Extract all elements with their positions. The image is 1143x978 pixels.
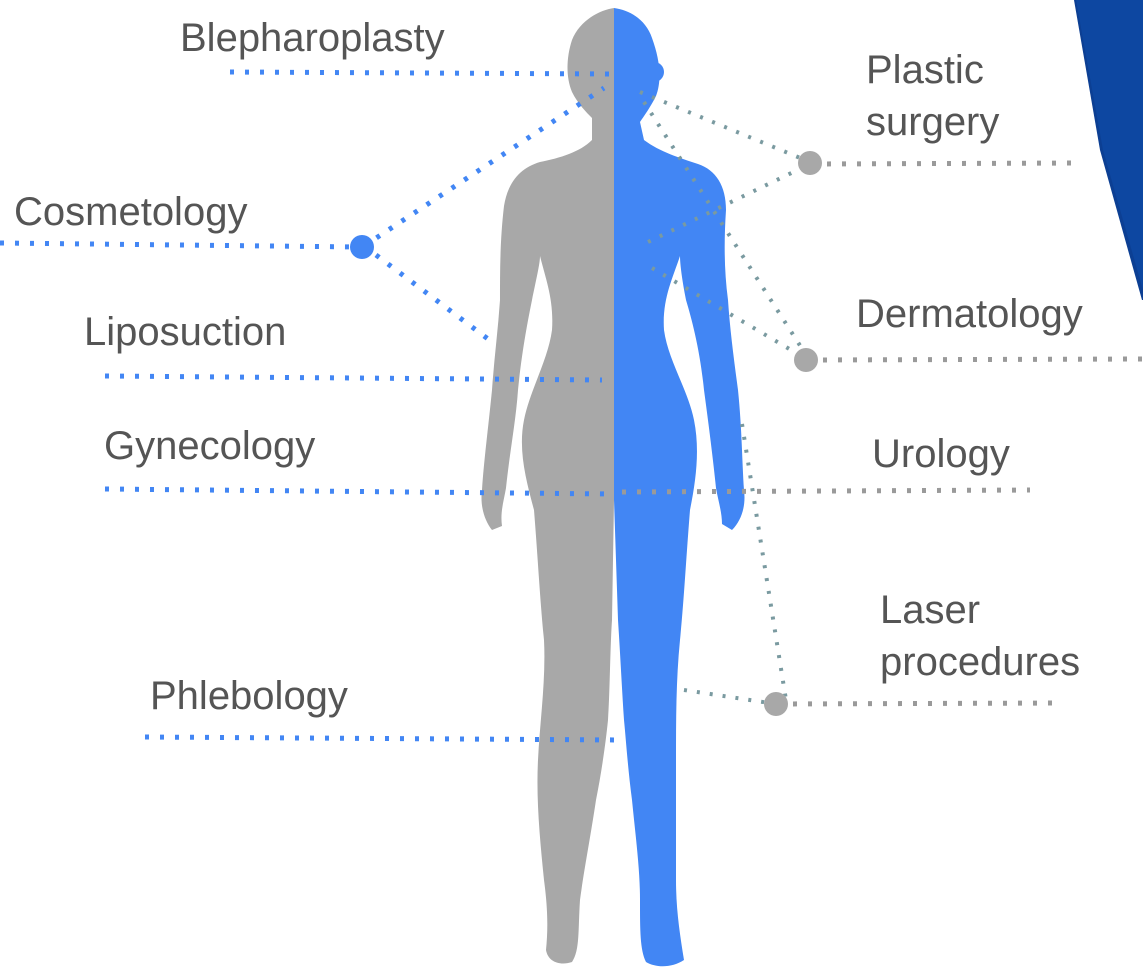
connector-urology	[622, 490, 1030, 492]
connector-cosmetology-horizontal	[0, 243, 360, 247]
label-gynecology: Gynecology	[104, 420, 315, 472]
connector-blepharoplasty	[230, 72, 614, 74]
label-blepharoplasty: Blepharoplasty	[180, 12, 445, 64]
silhouette-left-half	[481, 8, 614, 964]
connector-laser-from-leg	[684, 690, 776, 704]
label-plastic-surgery: Plastic surgery	[866, 44, 1143, 148]
label-laser-procedures-line2: procedures	[880, 636, 1143, 688]
plastic-surgery-node	[798, 151, 822, 175]
connector-liposuction	[105, 376, 602, 380]
label-phlebology: Phlebology	[150, 670, 348, 722]
connector-laser-from-hip	[742, 424, 786, 700]
label-cosmetology: Cosmetology	[14, 186, 247, 238]
label-laser-procedures-line1: Laser	[880, 584, 1143, 636]
dermatology-node	[794, 348, 818, 372]
cosmetology-node	[350, 235, 374, 259]
laser-procedures-node	[764, 692, 788, 716]
label-plastic-surgery-line2: surgery	[866, 96, 1143, 148]
silhouette-right-half	[614, 8, 745, 966]
connector-dermatology-horizontal	[808, 359, 1143, 360]
label-plastic-surgery-line1: Plastic	[866, 44, 1143, 96]
connector-cosmetology-down	[364, 246, 492, 342]
connector-plastic-from-face	[640, 92, 810, 162]
label-liposuction: Liposuction	[84, 306, 286, 358]
connector-laser-horizontal	[778, 703, 1060, 704]
connector-plastic-surgery-horizontal	[812, 163, 1080, 164]
head-bump	[644, 62, 664, 82]
label-urology: Urology	[872, 428, 1010, 480]
label-laser-procedures: Laser procedures	[880, 584, 1143, 688]
label-dermatology: Dermatology	[856, 288, 1083, 340]
